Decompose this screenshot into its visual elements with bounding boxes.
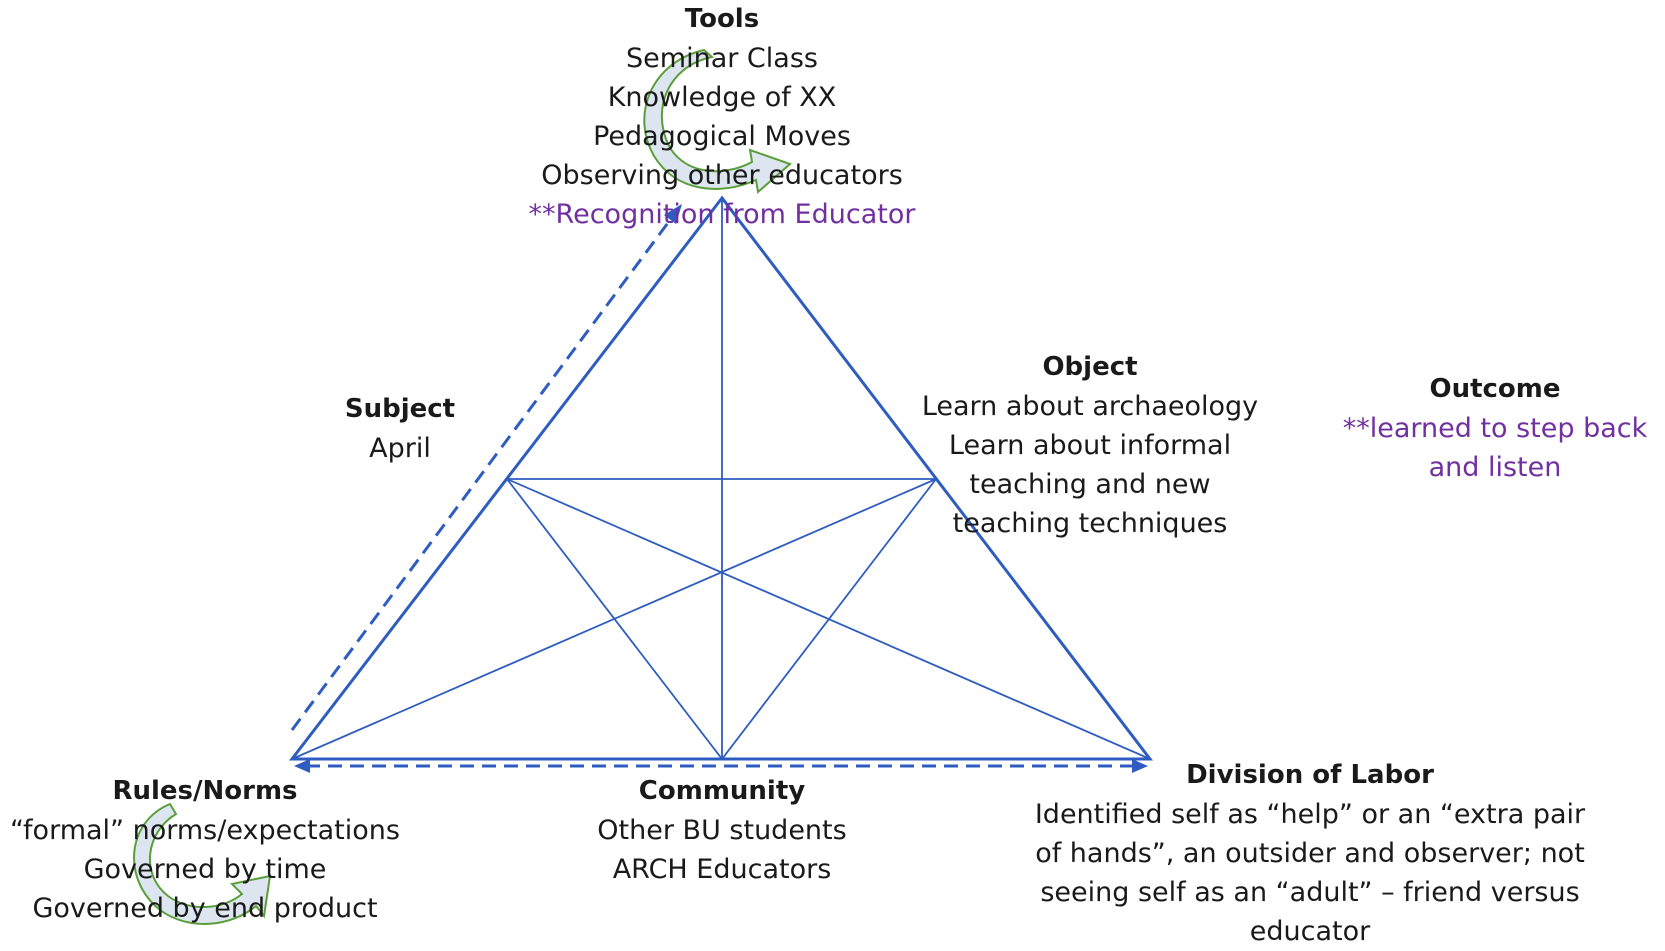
- subject-line: April: [369, 433, 431, 464]
- community-node: Community Other BU students ARCH Educato…: [562, 772, 882, 889]
- arrow-head-tools: [664, 204, 682, 224]
- subject-heading: Subject: [344, 394, 456, 424]
- object-line: Learn about informal: [948, 430, 1232, 461]
- division-node: Division of Labor Identified self as “he…: [1000, 756, 1620, 951]
- tools-line: Pedagogical Moves: [593, 121, 851, 152]
- curved-arrow-tools: [643, 48, 792, 194]
- median-left: [291, 478, 937, 760]
- outcome-heading: Outcome: [1429, 374, 1561, 404]
- division-line: educator: [1249, 916, 1371, 947]
- object-line: teaching techniques: [952, 508, 1228, 539]
- curved-arrow-rules-icon: [133, 802, 272, 925]
- object-node: Object Learn about archaeology Learn abo…: [900, 348, 1280, 543]
- division-line: of hands”, an outsider and observer; not: [1035, 838, 1585, 869]
- object-line: teaching and new: [969, 469, 1211, 500]
- tension-arrows: [290, 211, 1136, 768]
- rules-line: “formal” norms/expectations: [10, 815, 400, 846]
- rules-line: Governed by end product: [32, 893, 378, 924]
- division-heading: Division of Labor: [1186, 760, 1434, 790]
- arrow-heads: [294, 204, 1148, 773]
- subject-node: Subject April: [300, 390, 500, 468]
- tools-line: Seminar Class: [626, 43, 818, 74]
- object-line: Learn about archaeology: [921, 391, 1259, 422]
- object-heading: Object: [1042, 352, 1138, 382]
- division-line: seeing self as an “adult” – friend versu…: [1040, 877, 1580, 908]
- tools-heading: Tools: [684, 4, 760, 34]
- division-line: Identified self as “help” or an “extra p…: [1034, 799, 1586, 830]
- arrow-head-division: [1132, 759, 1148, 773]
- curved-arrow-tools-icon: [643, 48, 792, 194]
- tools-highlight: **Recognition from Educator: [528, 199, 916, 230]
- tension-subject-tools: [290, 211, 678, 731]
- median-right: [506, 478, 1151, 760]
- curved-arrow-rules: [133, 802, 272, 925]
- rules-line: Governed by time: [83, 854, 327, 885]
- arrow-head-rules: [294, 759, 310, 773]
- rules-node: Rules/Norms “formal” norms/expectations …: [0, 772, 410, 928]
- outcome-line: **learned to step back: [1342, 413, 1648, 444]
- activity-triangle: [288, 195, 1154, 761]
- community-heading: Community: [638, 776, 806, 806]
- community-line: ARCH Educators: [612, 854, 832, 885]
- community-line: Other BU students: [597, 815, 847, 846]
- outcome-line: and listen: [1428, 452, 1562, 483]
- outcome-node: Outcome **learned to step back and liste…: [1330, 370, 1660, 487]
- rules-heading: Rules/Norms: [112, 776, 298, 806]
- tools-node: Tools Seminar Class Knowledge of XX Peda…: [482, 0, 962, 234]
- tools-line: Knowledge of XX: [607, 82, 837, 113]
- tools-line: Observing other educators: [541, 160, 903, 191]
